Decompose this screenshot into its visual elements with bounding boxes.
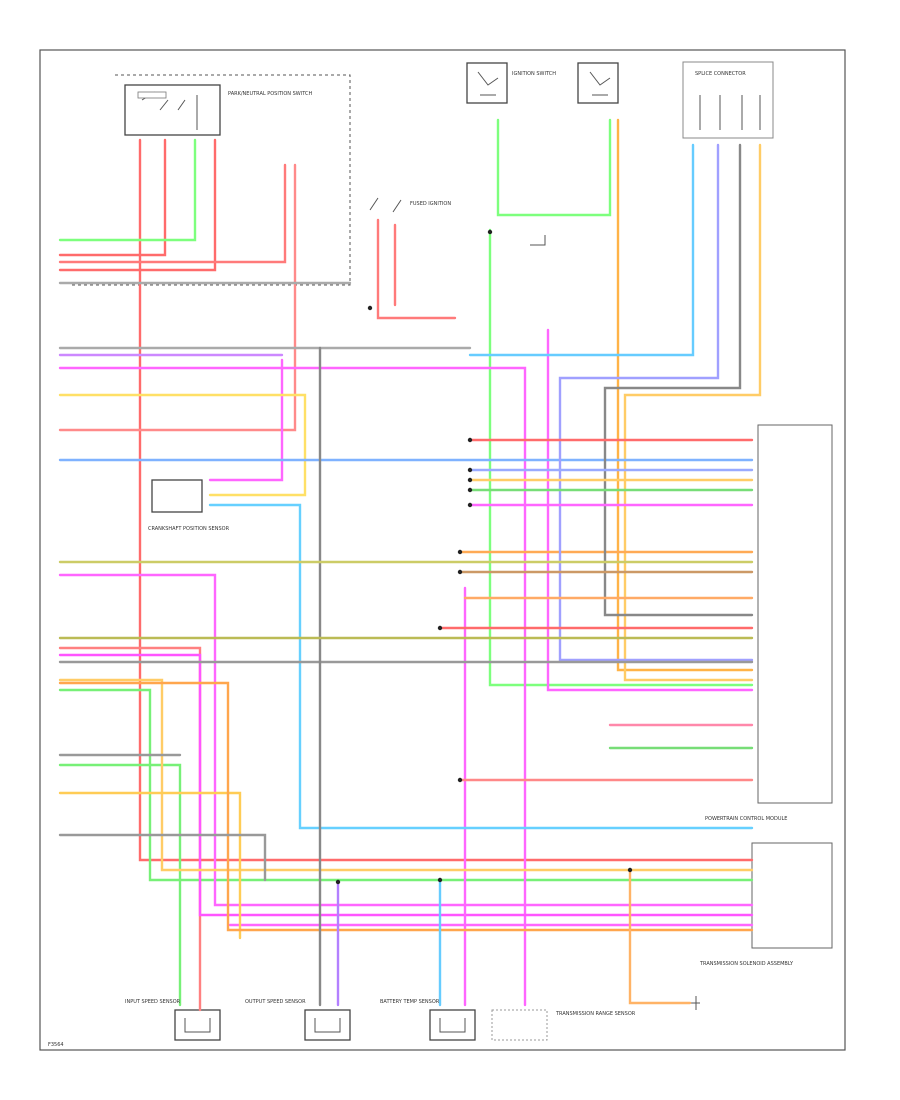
output-speed-sensor — [304, 1009, 351, 1041]
pcm-connector-top — [757, 424, 833, 804]
pcm-connector-bottom — [751, 842, 833, 949]
crankshaft-sensor — [151, 479, 203, 513]
pcm-label: POWERTRAIN CONTROL MODULE — [705, 816, 787, 822]
ignition-switch-label: IGNITION SWITCH — [512, 71, 556, 77]
diagram-frame — [39, 49, 846, 1051]
ignition-switch-1 — [466, 62, 508, 104]
output-speed-sensor-label: OUTPUT SPEED SENSOR — [245, 999, 306, 1005]
input-speed-sensor-label: INPUT SPEED SENSOR — [125, 999, 181, 1005]
crankshaft-sensor-label: CRANKSHAFT POSITION SENSOR — [148, 526, 230, 532]
battery-temp-sensor-label: BATTERY TEMP SENSOR — [380, 999, 440, 1005]
park-neutral-switch — [124, 84, 221, 136]
transmission-range-sensor-label: TRANSMISSION RANGE SENSOR — [555, 1011, 636, 1017]
battery-temp-sensor — [429, 1009, 476, 1041]
splice-connector-label: SPLICE CONNECTOR — [695, 71, 746, 77]
fused-ignition-label: FUSED IGNITION — [410, 201, 451, 207]
park-neutral-switch-label: PARK/NEUTRAL POSITION SWITCH — [228, 91, 312, 97]
input-speed-sensor — [174, 1009, 221, 1041]
footer-id: F3564 — [48, 1042, 64, 1048]
ignition-switch-2 — [577, 62, 619, 104]
transmission-solenoid-label: TRANSMISSION SOLENOID ASSEMBLY — [699, 961, 794, 967]
splice-connector-top — [682, 61, 774, 139]
transmission-range-sensor — [491, 1009, 548, 1041]
